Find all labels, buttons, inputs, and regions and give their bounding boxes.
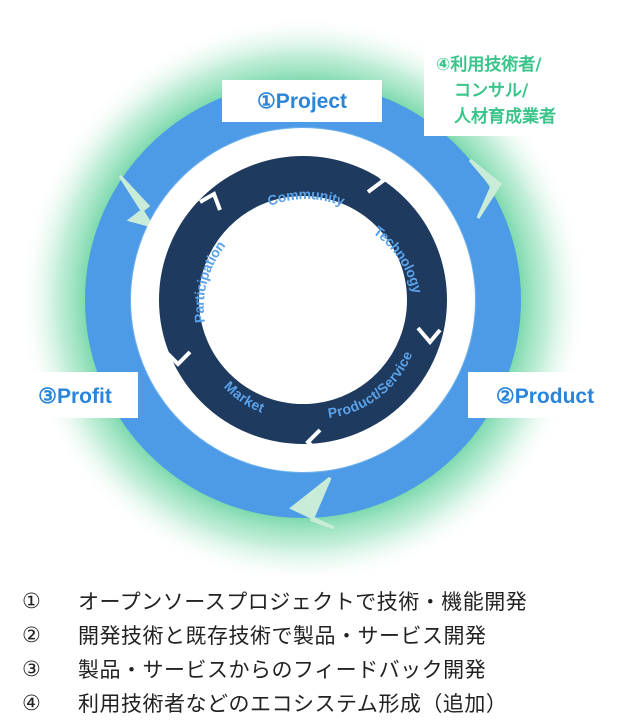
- product-label-box: ②Product: [468, 372, 616, 418]
- inner-ring-arrowheads: [164, 166, 442, 458]
- ecosystem-label-line3: 人材育成業者: [454, 106, 556, 127]
- ecosystem-label-line2: コンサル/: [454, 81, 529, 101]
- inner-arrow-4: [164, 350, 192, 367]
- legend-text: オープンソースプロジェクトで技術・機能開発: [78, 590, 528, 614]
- inner-arrow-3: [305, 428, 324, 458]
- project-label: ①Project: [257, 90, 347, 113]
- legend-text: 製品・サービスからのフィードバック開発: [78, 658, 487, 682]
- inner-arrow-2: [416, 326, 442, 346]
- legend-item: ④ 利用技術者などのエコシステム形成（追加）: [22, 686, 507, 720]
- label-community: Community: [265, 186, 347, 209]
- legend-text: 開発技術と既存技術で製品・サービス開発: [78, 624, 487, 648]
- cycle-diagram: Community Technology Product/Service Mar…: [10, 10, 616, 575]
- outer-arrow-1: [468, 158, 502, 219]
- project-label-box: ①Project: [222, 80, 382, 122]
- inner-cycle-ring: [159, 156, 447, 444]
- legend-text: 利用技術者などのエコシステム形成（追加）: [78, 692, 508, 716]
- legend-item: ③ 製品・サービスからのフィードバック開発: [22, 652, 486, 686]
- legend-item: ② 開発技術と既存技術で製品・サービス開発: [22, 618, 487, 652]
- legend-number: ②: [22, 623, 41, 647]
- inner-arrow-1: [366, 166, 388, 194]
- outer-arrow-3: [118, 174, 156, 229]
- ecosystem-label-line1: ④利用技術者/: [436, 54, 542, 75]
- inner-arrow-5: [199, 191, 222, 211]
- product-label: ②Product: [496, 385, 594, 408]
- legend-item: ① オープンソースプロジェクトで技術・機能開発: [22, 584, 527, 618]
- profit-label: ③Profit: [38, 385, 112, 408]
- ecosystem-label-box: ④利用技術者/ コンサル/ 人材育成業者: [424, 40, 616, 136]
- profit-label-box: ③Profit: [10, 372, 138, 418]
- legend-number: ③: [22, 657, 41, 681]
- legend-number: ④: [22, 691, 41, 715]
- legend-number: ①: [22, 589, 41, 613]
- outer-ring-arrowheads: [118, 158, 502, 530]
- outer-arrow-2: [289, 476, 335, 530]
